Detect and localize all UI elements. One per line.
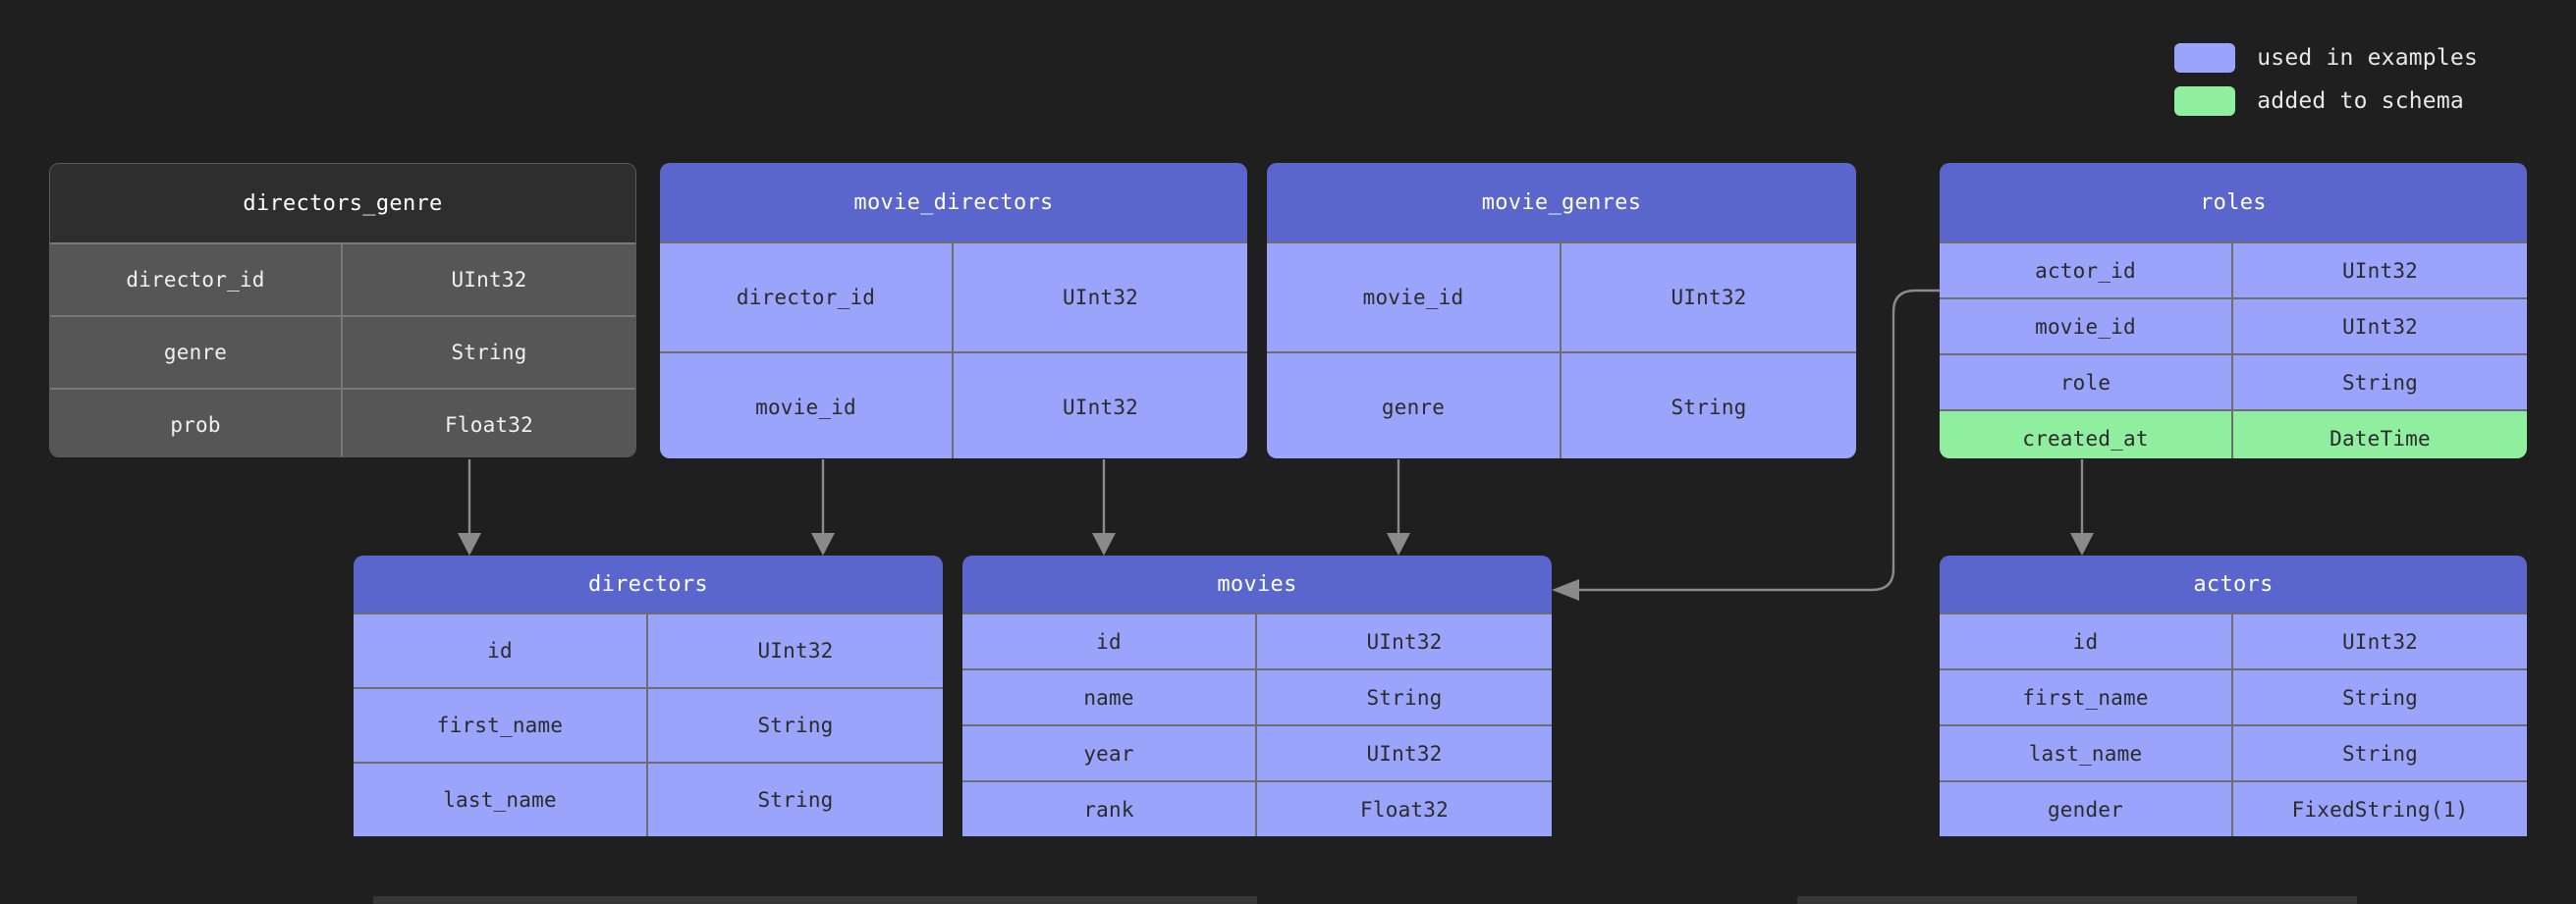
column-field-type: String	[757, 788, 834, 812]
table-title-directors: directors	[354, 556, 943, 612]
table-row[interactable]: prob Float32	[50, 388, 635, 456]
column-field-type: String	[1366, 685, 1443, 710]
column-field-type: UInt32	[757, 639, 834, 663]
column-field-type: UInt32	[2341, 258, 2419, 283]
column-field-type: UInt32	[2341, 314, 2419, 339]
table-title-movies: movies	[962, 556, 1552, 612]
table-title-directors_genre: directors_genre	[50, 164, 635, 242]
column-field-name: name	[962, 670, 1257, 724]
arrowhead-icon	[1092, 533, 1116, 556]
legend-swatch-used-in-examples	[2174, 43, 2236, 73]
column-field-name: created_at	[1940, 411, 2233, 458]
table-row[interactable]: name String	[962, 668, 1552, 724]
column-field-type: String	[2341, 370, 2419, 395]
column-field-name: year	[962, 726, 1257, 780]
edge-movie_directors-to-directors	[811, 459, 835, 556]
legend: used in examples added to schema	[2174, 43, 2478, 116]
column-field-type: Float32	[1360, 797, 1449, 822]
column-field-type: String	[1671, 396, 1747, 419]
table-row[interactable]: id UInt32	[962, 612, 1552, 668]
arrowhead-icon	[1552, 579, 1579, 601]
table-title-roles: roles	[1940, 163, 2527, 241]
column-field-name: movie_id	[1940, 299, 2233, 353]
column-field-type: UInt32	[1062, 286, 1139, 309]
table-row[interactable]: movie_id UInt32	[660, 351, 1247, 458]
column-field-name: gender	[1940, 782, 2233, 836]
legend-item-label: used in examples	[2257, 45, 2478, 71]
table-row[interactable]: director_id UInt32	[50, 242, 635, 315]
column-field-name: last_name	[1940, 726, 2233, 780]
column-field-name: last_name	[354, 764, 648, 836]
column-field-name: role	[1940, 355, 2233, 409]
edge-movie_genres-to-movies	[1387, 459, 1410, 556]
column-field-type: Float32	[445, 413, 533, 437]
table-row[interactable]: movie_id UInt32	[1267, 241, 1856, 351]
column-field-name: genre	[50, 317, 343, 388]
column-field-type: UInt32	[1062, 396, 1139, 419]
table-row[interactable]: movie_id UInt32	[1940, 297, 2527, 353]
arrowhead-icon	[811, 533, 835, 556]
table-title-movie_genres: movie_genres	[1267, 163, 1856, 241]
arrowhead-icon	[458, 533, 481, 556]
table-row[interactable]: created_at DateTime	[1940, 409, 2527, 458]
table-title-movie_directors: movie_directors	[660, 163, 1247, 241]
column-field-name: prob	[50, 390, 343, 456]
column-field-type: UInt32	[1366, 741, 1443, 766]
table-row[interactable]: gender FixedString(1)	[1940, 780, 2527, 836]
column-field-type: UInt32	[1366, 629, 1443, 654]
bottom-cutoff-sliver	[0, 896, 2576, 904]
column-field-type: UInt32	[1671, 286, 1747, 309]
arrowhead-icon	[1387, 533, 1410, 556]
table-row[interactable]: actor_id UInt32	[1940, 241, 2527, 297]
column-field-name: id	[1940, 614, 2233, 668]
table-row[interactable]: genre String	[1267, 351, 1856, 458]
column-field-type: String	[2341, 685, 2419, 710]
table-title-actors: actors	[1940, 556, 2527, 612]
column-field-type: UInt32	[2341, 629, 2419, 654]
column-field-type: DateTime	[2329, 426, 2431, 451]
column-field-name: movie_id	[660, 353, 954, 458]
table-row[interactable]: last_name String	[1940, 724, 2527, 780]
legend-swatch-added-to-schema	[2174, 86, 2236, 116]
column-field-type: UInt32	[451, 268, 527, 292]
table-row[interactable]: rank Float32	[962, 780, 1552, 836]
column-field-type: String	[451, 341, 527, 364]
column-field-type: String	[2341, 741, 2419, 766]
column-field-name: director_id	[50, 244, 343, 315]
column-field-name: genre	[1267, 353, 1562, 458]
column-field-type: FixedString(1)	[2291, 797, 2469, 822]
table-row[interactable]: first_name String	[354, 687, 943, 762]
column-field-name: first_name	[354, 689, 648, 762]
table-row[interactable]: role String	[1940, 353, 2527, 409]
table-row[interactable]: last_name String	[354, 762, 943, 836]
edge-directors_genre-to-directors	[458, 459, 481, 556]
column-field-name: id	[354, 614, 648, 687]
table-row[interactable]: first_name String	[1940, 668, 2527, 724]
column-field-name: id	[962, 614, 1257, 668]
edge-roles-to-actors	[2070, 459, 2094, 556]
table-row[interactable]: id UInt32	[1940, 612, 2527, 668]
column-field-name: movie_id	[1267, 243, 1562, 351]
column-field-name: actor_id	[1940, 243, 2233, 297]
column-field-name: first_name	[1940, 670, 2233, 724]
table-row[interactable]: year UInt32	[962, 724, 1552, 780]
column-field-type: String	[757, 714, 834, 737]
column-field-name: director_id	[660, 243, 954, 351]
arrowhead-icon	[2070, 533, 2094, 556]
table-row[interactable]: director_id UInt32	[660, 241, 1247, 351]
legend-item: added to schema	[2174, 86, 2478, 116]
edge-movie_directors-to-movies	[1092, 459, 1116, 556]
table-row[interactable]: genre String	[50, 315, 635, 388]
column-field-name: rank	[962, 782, 1257, 836]
legend-item: used in examples	[2174, 43, 2478, 73]
table-row[interactable]: id UInt32	[354, 612, 943, 687]
legend-item-label: added to schema	[2257, 88, 2464, 114]
